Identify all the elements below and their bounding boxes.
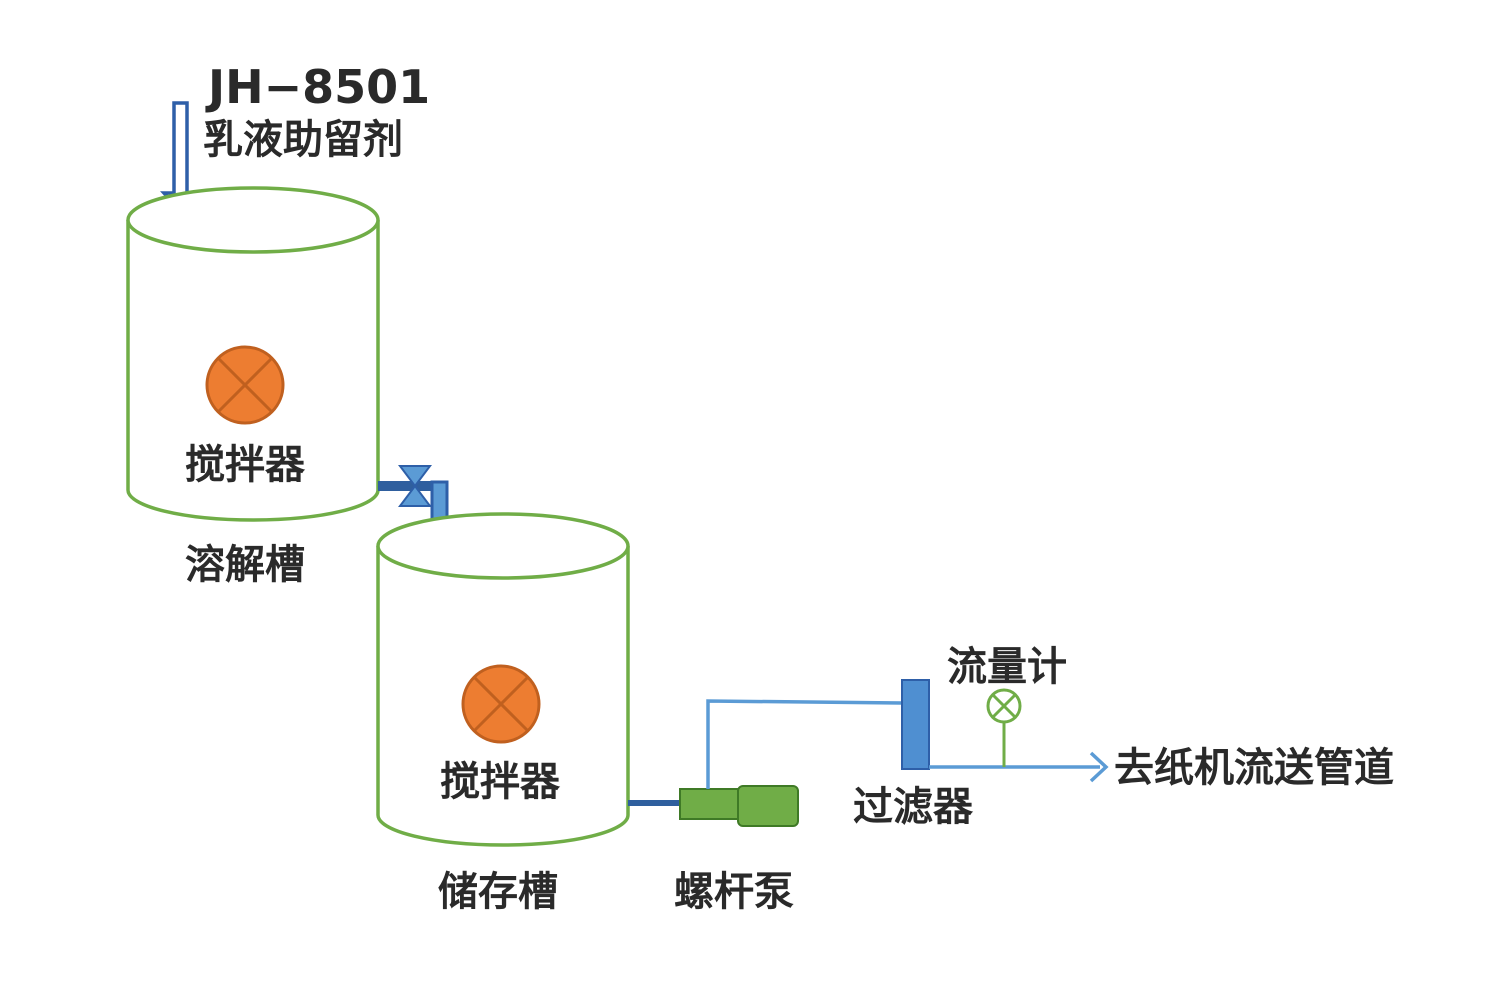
agitator-icon — [461, 664, 541, 744]
flowmeter-name: 流量计 — [947, 644, 1067, 690]
pump-inlet-pipe — [628, 800, 682, 806]
agitator-icon — [205, 345, 285, 425]
outlet-label: 去纸机流送管道 — [1114, 745, 1394, 791]
outlet-arrowhead — [1089, 751, 1109, 783]
pump-outlet-pipe — [706, 699, 903, 789]
storage-tank-name: 储存槽 — [438, 869, 558, 915]
valve-icon[interactable] — [398, 465, 432, 507]
flowmeter-icon — [986, 688, 1022, 724]
filter-name: 过滤器 — [853, 784, 974, 830]
dissolving-tank-agitator-label: 搅拌器 — [185, 442, 306, 488]
dissolving-tank-name: 溶解槽 — [185, 542, 305, 588]
pump-name: 螺杆泵 — [674, 869, 794, 915]
screw-pump — [679, 785, 799, 827]
product-code: JH−8501 — [205, 60, 430, 114]
product-name: 乳液助留剂 — [203, 117, 403, 163]
filter — [901, 679, 930, 770]
storage-tank-agitator-label: 搅拌器 — [440, 759, 561, 805]
